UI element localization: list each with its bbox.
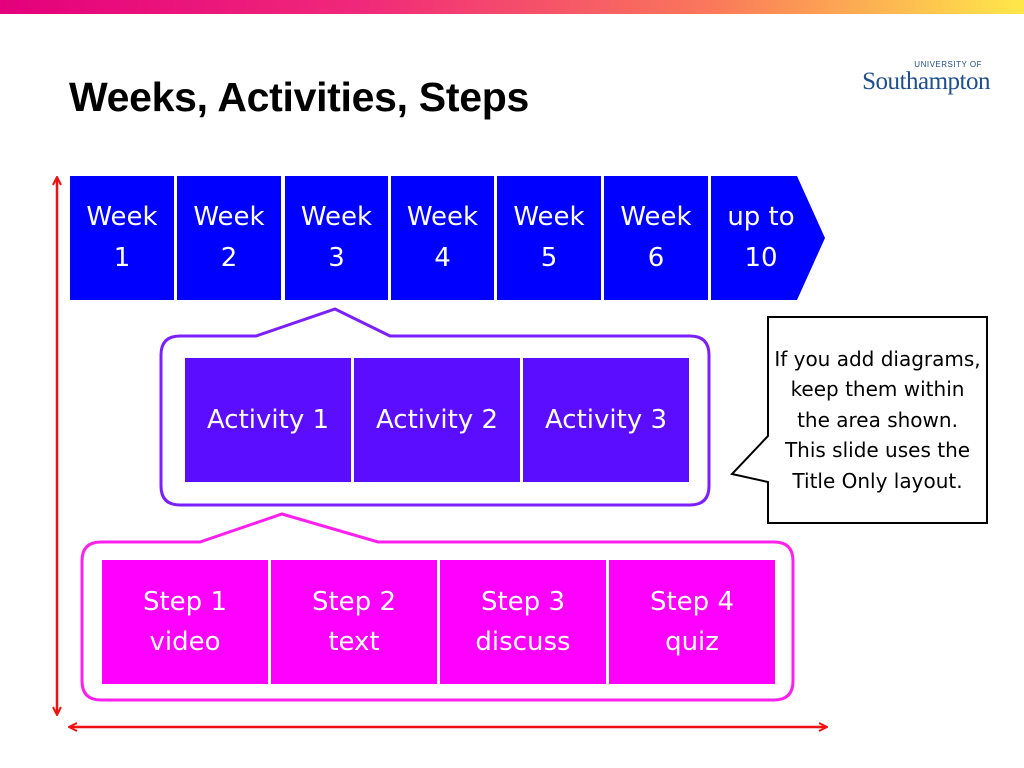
week-5-number: 5 — [540, 243, 558, 273]
callout-text-area: If you add diagrams, keep them within th… — [768, 317, 987, 523]
week-1-number: 1 — [113, 243, 131, 273]
step-4-label: Step 4 — [649, 587, 734, 617]
week-6-label: Week — [620, 202, 692, 232]
week-2-box: Week 2 — [177, 176, 281, 300]
step-4-type: quiz — [665, 627, 719, 657]
week-4-number: 4 — [434, 243, 451, 273]
step-1-type: video — [149, 627, 221, 657]
callout-text: If you add diagrams, keep them within th… — [774, 346, 981, 493]
week-up-to-label: up to — [727, 202, 795, 232]
callout-box — [730, 316, 988, 524]
week-6-number: 6 — [647, 243, 665, 273]
step-1-label: Step 1 — [142, 587, 227, 617]
week-2-label: Week — [193, 202, 265, 232]
activity-3-box: Activity 3 — [523, 358, 689, 482]
week-3-box: Week 3 — [285, 176, 388, 300]
activity-1-box: Activity 1 — [185, 358, 351, 482]
week-5-box: Week 5 — [497, 176, 601, 300]
week-4-box: Week 4 — [391, 176, 494, 300]
week-1-box: Week 1 — [70, 176, 174, 300]
slide-title: Weeks, Activities, Steps — [69, 74, 529, 120]
step-group-outline — [80, 512, 795, 702]
title-color-bar — [0, 0, 1024, 14]
university-logo: UNIVERSITY OF Southampton — [854, 60, 990, 95]
week-up-to-10-box: up to 10 — [711, 176, 811, 300]
week-6-box: Week 6 — [604, 176, 708, 300]
activity-1-label: Activity 1 — [206, 405, 330, 435]
step-2-type: text — [328, 627, 380, 657]
week-chevron-last — [711, 176, 825, 300]
week-1-label: Week — [86, 202, 158, 232]
logo-main-text: Southampton — [862, 68, 990, 95]
step-3-type: discuss — [475, 627, 571, 657]
activity-3-label: Activity 3 — [544, 405, 668, 435]
step-1-box: Step 1 video — [102, 560, 268, 684]
week-2-number: 2 — [220, 243, 238, 273]
activity-group-outline — [159, 307, 711, 507]
week-5-label: Week — [513, 202, 585, 232]
week-4-label: Week — [406, 202, 479, 232]
activity-2-box: Activity 2 — [354, 358, 520, 482]
logo-top-text: UNIVERSITY OF — [914, 60, 982, 69]
step-2-label: Step 2 — [311, 587, 396, 617]
step-3-label: Step 3 — [480, 587, 565, 617]
step-4-box: Step 4 quiz — [609, 560, 775, 684]
step-3-box: Step 3 discuss — [440, 560, 606, 684]
activity-2-label: Activity 2 — [375, 405, 499, 435]
week-3-number: 3 — [328, 243, 345, 273]
week-3-label: Week — [300, 202, 373, 232]
step-2-box: Step 2 text — [271, 560, 437, 684]
week-up-to-number: 10 — [744, 243, 778, 273]
